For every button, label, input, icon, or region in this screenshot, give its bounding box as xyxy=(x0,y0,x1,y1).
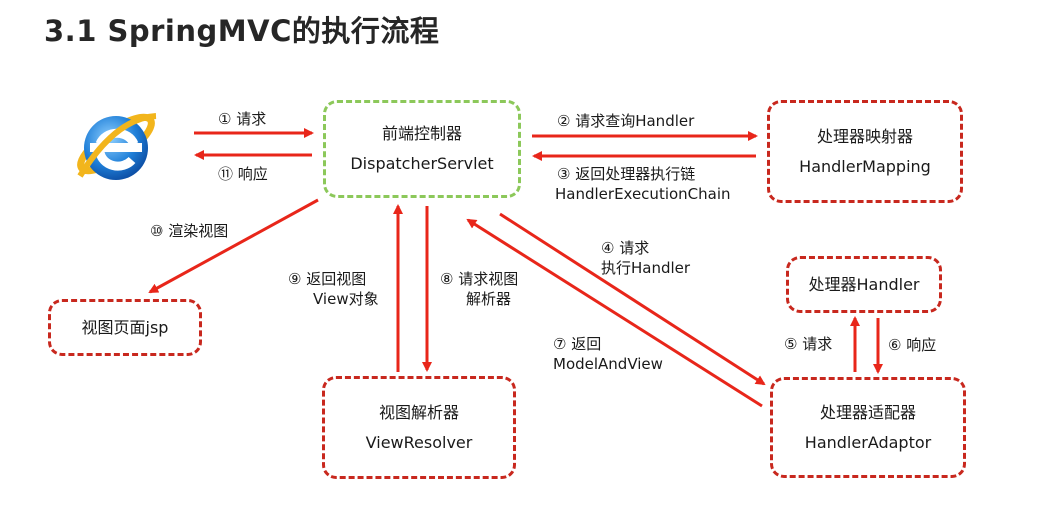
handler-adaptor-label-en: HandlerAdaptor xyxy=(804,432,932,452)
step-3-sublabel: HandlerExecutionChain xyxy=(555,185,731,203)
view-resolver-node: 视图解析器 ViewResolver xyxy=(322,376,516,479)
step-6-label: ⑥ 响应 xyxy=(888,336,937,354)
handler-adaptor-node: 处理器适配器 HandlerAdaptor xyxy=(770,377,966,478)
handler-adaptor-label-cn: 处理器适配器 xyxy=(819,402,916,422)
arrow-10-render-view xyxy=(148,198,319,294)
step-7-label: ⑦ 返回 xyxy=(553,335,602,353)
step-9-label: ⑨ 返回视图 xyxy=(288,270,367,288)
dispatcher-label-cn: 前端控制器 xyxy=(381,124,462,143)
step-9-sublabel: View对象 xyxy=(313,290,379,308)
step-2-label: ② 请求查询Handler xyxy=(557,112,695,130)
handler-label: 处理器Handler xyxy=(808,274,920,294)
handler-mapping-label-cn: 处理器映射器 xyxy=(816,126,913,146)
step-5-label: ⑤ 请求 xyxy=(784,335,833,353)
step-8-sublabel: 解析器 xyxy=(466,290,512,308)
internet-explorer-icon xyxy=(77,113,157,180)
view-page-label: 视图页面jsp xyxy=(81,317,169,337)
handler-node: 处理器Handler xyxy=(786,256,942,313)
view-resolver-label-en: ViewResolver xyxy=(365,432,473,452)
step-8-label: ⑧ 请求视图 xyxy=(440,270,519,288)
arrow-7-return-modelandview xyxy=(466,218,763,408)
dispatcher-servlet-node: 前端控制器 DispatcherServlet xyxy=(323,100,521,198)
step-4-sublabel: 执行Handler xyxy=(601,259,691,277)
handler-mapping-node: 处理器映射器 HandlerMapping xyxy=(767,100,963,203)
dispatcher-label-en: DispatcherServlet xyxy=(350,154,494,173)
step-7-sublabel: ModelAndView xyxy=(553,355,663,373)
step-4-label: ④ 请求 xyxy=(601,239,650,257)
step-11-label: ⑪ 响应 xyxy=(218,165,268,183)
step-1-label: ① 请求 xyxy=(218,110,267,128)
step-3-label: ③ 返回处理器执行链 xyxy=(557,165,696,183)
page-title: 3.1 SpringMVC的执行流程 xyxy=(44,14,440,48)
handler-mapping-label-en: HandlerMapping xyxy=(799,156,931,176)
arrow-4-execute-handler xyxy=(499,212,766,386)
view-resolver-label-cn: 视图解析器 xyxy=(378,402,459,422)
view-page-node: 视图页面jsp xyxy=(48,299,202,356)
step-10-label: ⑩ 渲染视图 xyxy=(150,222,229,240)
